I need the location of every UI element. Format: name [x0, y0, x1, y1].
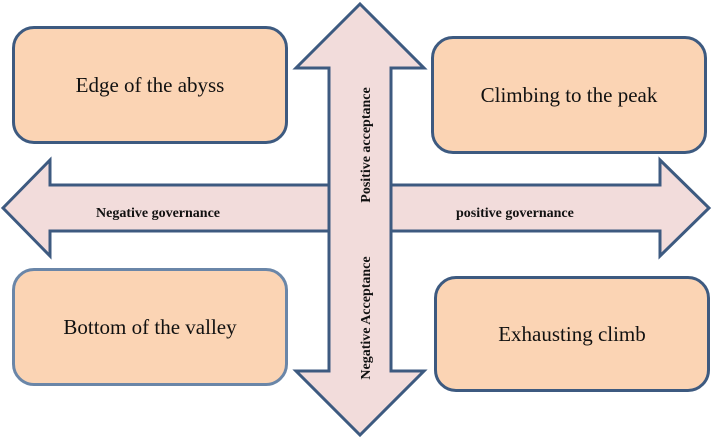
axis-label-negative-acceptance: Negative Acceptance	[359, 256, 374, 380]
quadrant-label: Exhausting climb	[498, 321, 646, 346]
axis-label-negative-governance: Negative governance	[96, 206, 221, 221]
quadrant-label: Edge of the abyss	[75, 72, 225, 97]
quadrant-label: Climbing to the peak	[480, 82, 658, 107]
axis-label-positive-acceptance: Positive acceptance	[359, 87, 374, 203]
quadrant-exhausting-climb: Exhausting climb	[434, 276, 710, 392]
quadrant-edge-of-abyss: Edge of the abyss	[12, 26, 288, 144]
quadrant-climbing-to-peak: Climbing to the peak	[431, 36, 707, 154]
axis-label-positive-governance: positive governance	[456, 206, 574, 221]
quadrant-label: Bottom of the valley	[63, 314, 237, 339]
vertical-double-arrow	[292, 1, 428, 438]
quadrant-bottom-of-valley: Bottom of the valley	[12, 268, 288, 386]
